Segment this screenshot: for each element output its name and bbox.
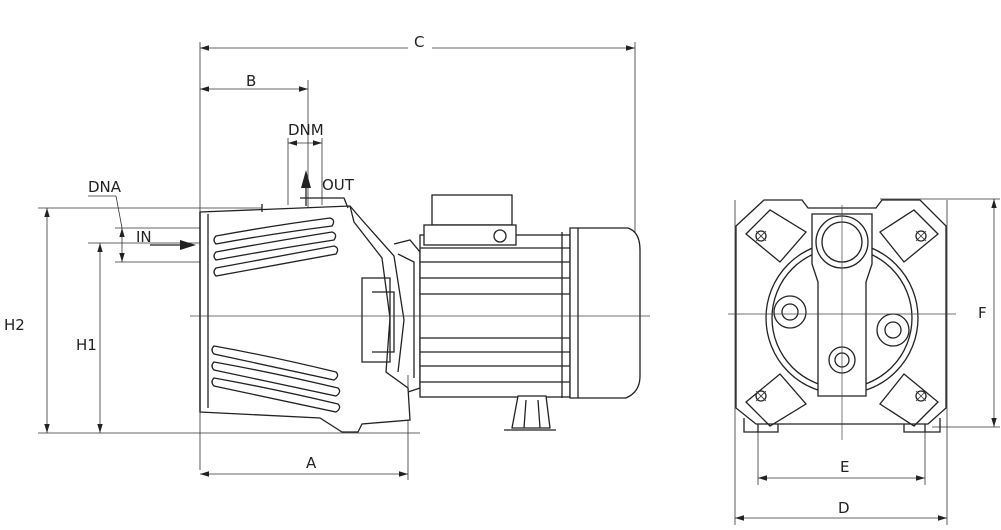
casing-vents-top (213, 217, 339, 277)
label-e: E (840, 458, 849, 476)
label-f: F (978, 304, 987, 322)
mounting-bolts (755, 230, 927, 402)
casing-vents-bottom (211, 345, 341, 413)
label-out: OUT (322, 176, 355, 194)
front-view (728, 198, 1000, 525)
label-dna: DNA (88, 178, 122, 196)
label-a: A (306, 454, 317, 472)
dimension-lines (44, 45, 635, 477)
label-c: C (414, 33, 424, 51)
dimension-labels: C B DNM OUT DNA IN H2 H1 A E D F (4, 33, 987, 517)
side-plug-left (773, 295, 807, 329)
pump-casing (199, 197, 421, 433)
label-dnm: DNM (288, 121, 324, 139)
side-view (38, 42, 650, 480)
label-b: B (246, 72, 256, 90)
outlet-arrow (301, 170, 311, 206)
motor-foot (504, 395, 556, 431)
terminal-box (423, 194, 517, 246)
terminal-screw (493, 229, 507, 243)
inlet-arrow (150, 240, 196, 250)
label-in: IN (136, 228, 152, 246)
motor (419, 227, 641, 399)
label-d: D (838, 499, 850, 517)
label-h2: H2 (4, 316, 25, 334)
label-h1: H1 (76, 336, 97, 354)
